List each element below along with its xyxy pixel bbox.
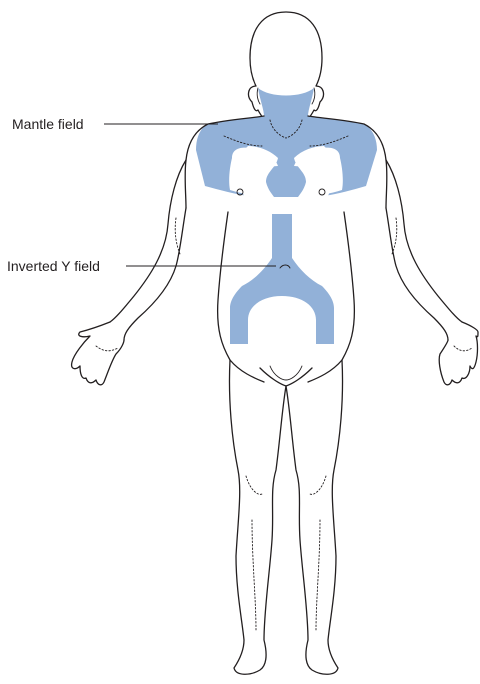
legs xyxy=(229,360,342,674)
mantle-field xyxy=(196,88,377,197)
inverted-y-field-label: Inverted Y field xyxy=(7,258,100,274)
inverted-y-field xyxy=(230,214,334,344)
mantle-field-label: Mantle field xyxy=(12,116,84,132)
right-arm xyxy=(386,160,478,385)
